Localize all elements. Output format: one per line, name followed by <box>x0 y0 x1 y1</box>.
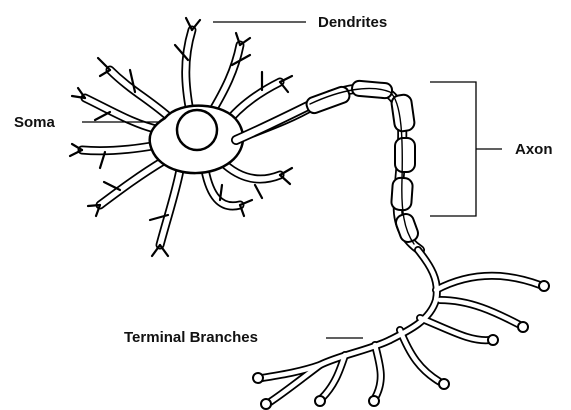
dendrites-label: Dendrites <box>318 14 387 31</box>
terminal-branches-label: Terminal Branches <box>124 329 258 346</box>
axon-terminals <box>253 281 549 409</box>
nucleus <box>177 110 217 150</box>
axon-bracket <box>430 82 502 216</box>
axon <box>236 80 420 250</box>
soma-label: Soma <box>14 114 56 131</box>
axon-label: Axon <box>515 141 553 158</box>
soma-with-dendrites <box>70 18 315 256</box>
terminal-branches <box>253 250 549 409</box>
